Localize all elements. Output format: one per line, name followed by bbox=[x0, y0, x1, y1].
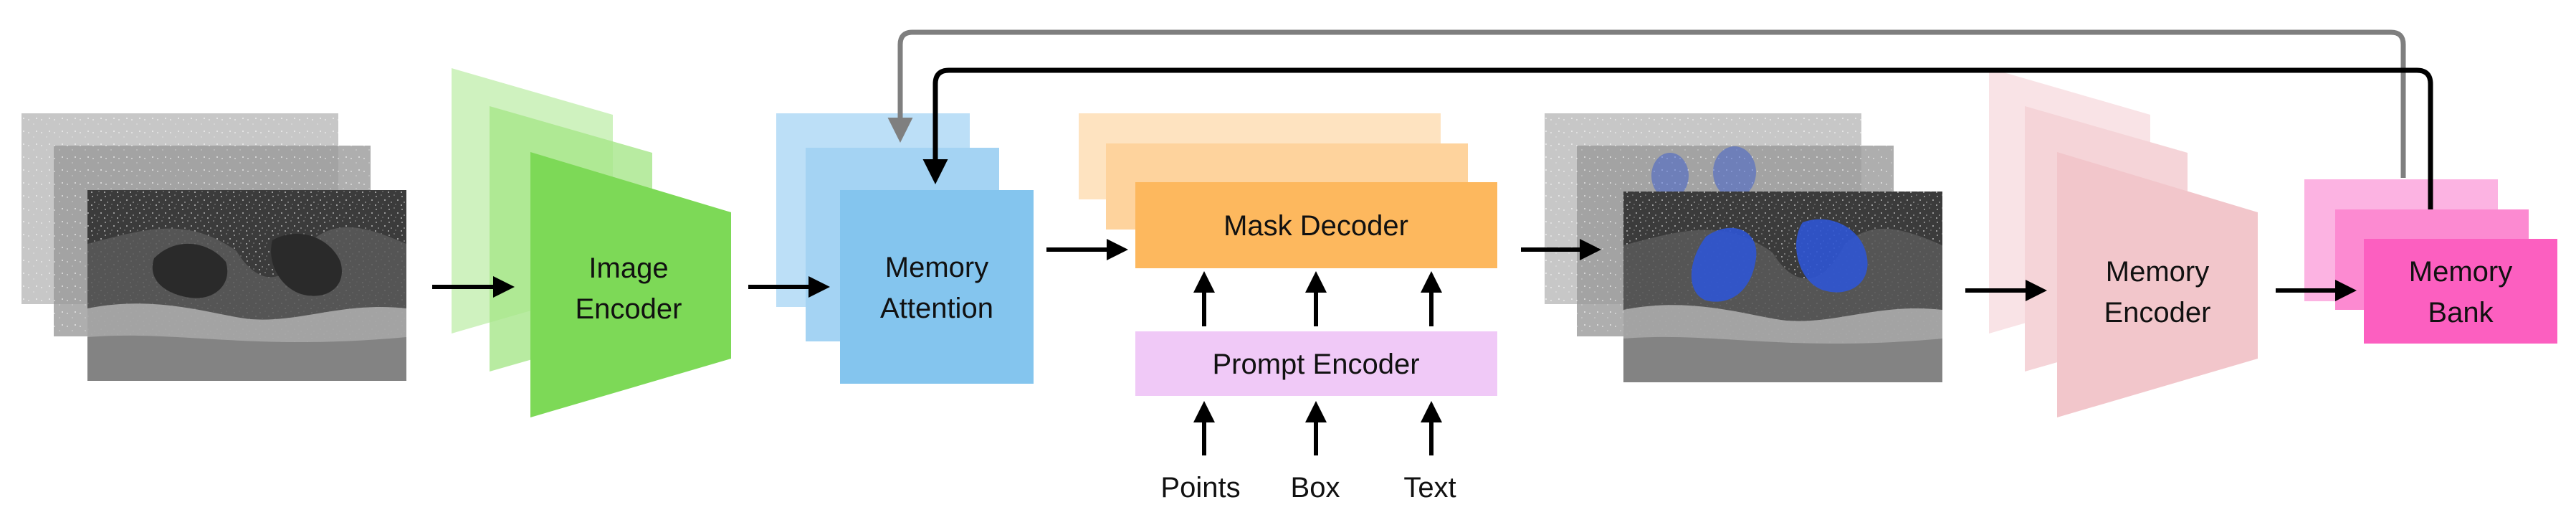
mask-decoder-front bbox=[1135, 182, 1497, 268]
prompt-inputs: Points Box Text bbox=[1160, 472, 1456, 504]
prompt-input-points: Points bbox=[1160, 472, 1240, 504]
image-encoder-front bbox=[530, 152, 731, 417]
image-encoder-label-line2: Encoder bbox=[576, 293, 682, 325]
feedback-arrow-black bbox=[922, 67, 2433, 209]
memory-encoder-label-line1: Memory bbox=[2106, 256, 2209, 288]
prompt-encoder-block: Prompt Encoder bbox=[1135, 331, 1497, 396]
image-encoder-label-line1: Image bbox=[588, 252, 668, 284]
feedback-arrow-gray bbox=[887, 29, 2406, 178]
prompt-encoder-front bbox=[1135, 331, 1497, 396]
prompt-encoder-label: Prompt Encoder bbox=[1212, 349, 1419, 380]
output-masked-frames bbox=[1545, 113, 1942, 382]
input-oct-frames bbox=[22, 113, 406, 381]
memory-attention-label-line1: Memory bbox=[885, 252, 988, 283]
segmentation-mask-right bbox=[1796, 219, 1868, 293]
memory-encoder-front bbox=[2057, 152, 2258, 417]
memory-bank-front bbox=[2364, 239, 2557, 344]
memory-encoder-block: Memory Encoder bbox=[1989, 68, 2258, 417]
prompt-input-box: Box bbox=[1291, 472, 1340, 504]
memory-bank-label-line1: Memory bbox=[2409, 256, 2512, 288]
input-frame-front bbox=[87, 190, 406, 381]
segmentation-mask-left bbox=[1691, 227, 1757, 302]
memory-encoder-label-line2: Encoder bbox=[2104, 297, 2211, 328]
mask-decoder-label: Mask Decoder bbox=[1223, 210, 1408, 242]
output-frame-front bbox=[1623, 192, 1942, 382]
memory-attention-front bbox=[840, 190, 1034, 384]
memory-bank-block: Memory Bank bbox=[2304, 179, 2557, 344]
prompt-input-text: Text bbox=[1403, 472, 1456, 504]
image-encoder-block: Image Encoder bbox=[452, 68, 731, 417]
memory-attention-label-line2: Attention bbox=[880, 293, 993, 324]
mask-decoder-block: Mask Decoder bbox=[1079, 113, 1497, 268]
memory-bank-label-line2: Bank bbox=[2428, 297, 2494, 328]
output-frame-middle-mask-left bbox=[1651, 153, 1689, 199]
output-frame-middle-mask-right bbox=[1713, 146, 1756, 198]
memory-attention-block: Memory Attention bbox=[776, 113, 1034, 384]
forward-arrows bbox=[432, 239, 2357, 455]
